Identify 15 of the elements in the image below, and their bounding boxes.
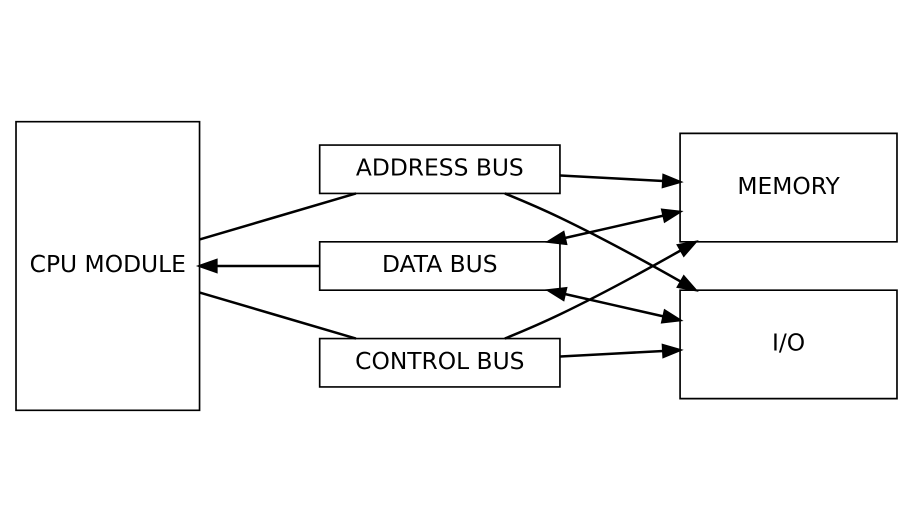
node-box: MEMORY [679, 132, 898, 242]
arrow [560, 342, 684, 358]
arrow [544, 286, 684, 324]
node-box: DATA BUS [318, 240, 561, 291]
node-box: I/O [679, 288, 898, 399]
node-box: CONTROL BUS [318, 337, 561, 388]
arrow [504, 192, 699, 292]
node-box: CPU MODULE [15, 120, 200, 411]
arrow [504, 240, 699, 340]
arrow [196, 258, 320, 274]
connector [199, 290, 356, 340]
connector [199, 192, 356, 240]
arrow [560, 172, 684, 188]
node-box: ADDRESS BUS [318, 144, 561, 194]
arrow [544, 208, 684, 245]
